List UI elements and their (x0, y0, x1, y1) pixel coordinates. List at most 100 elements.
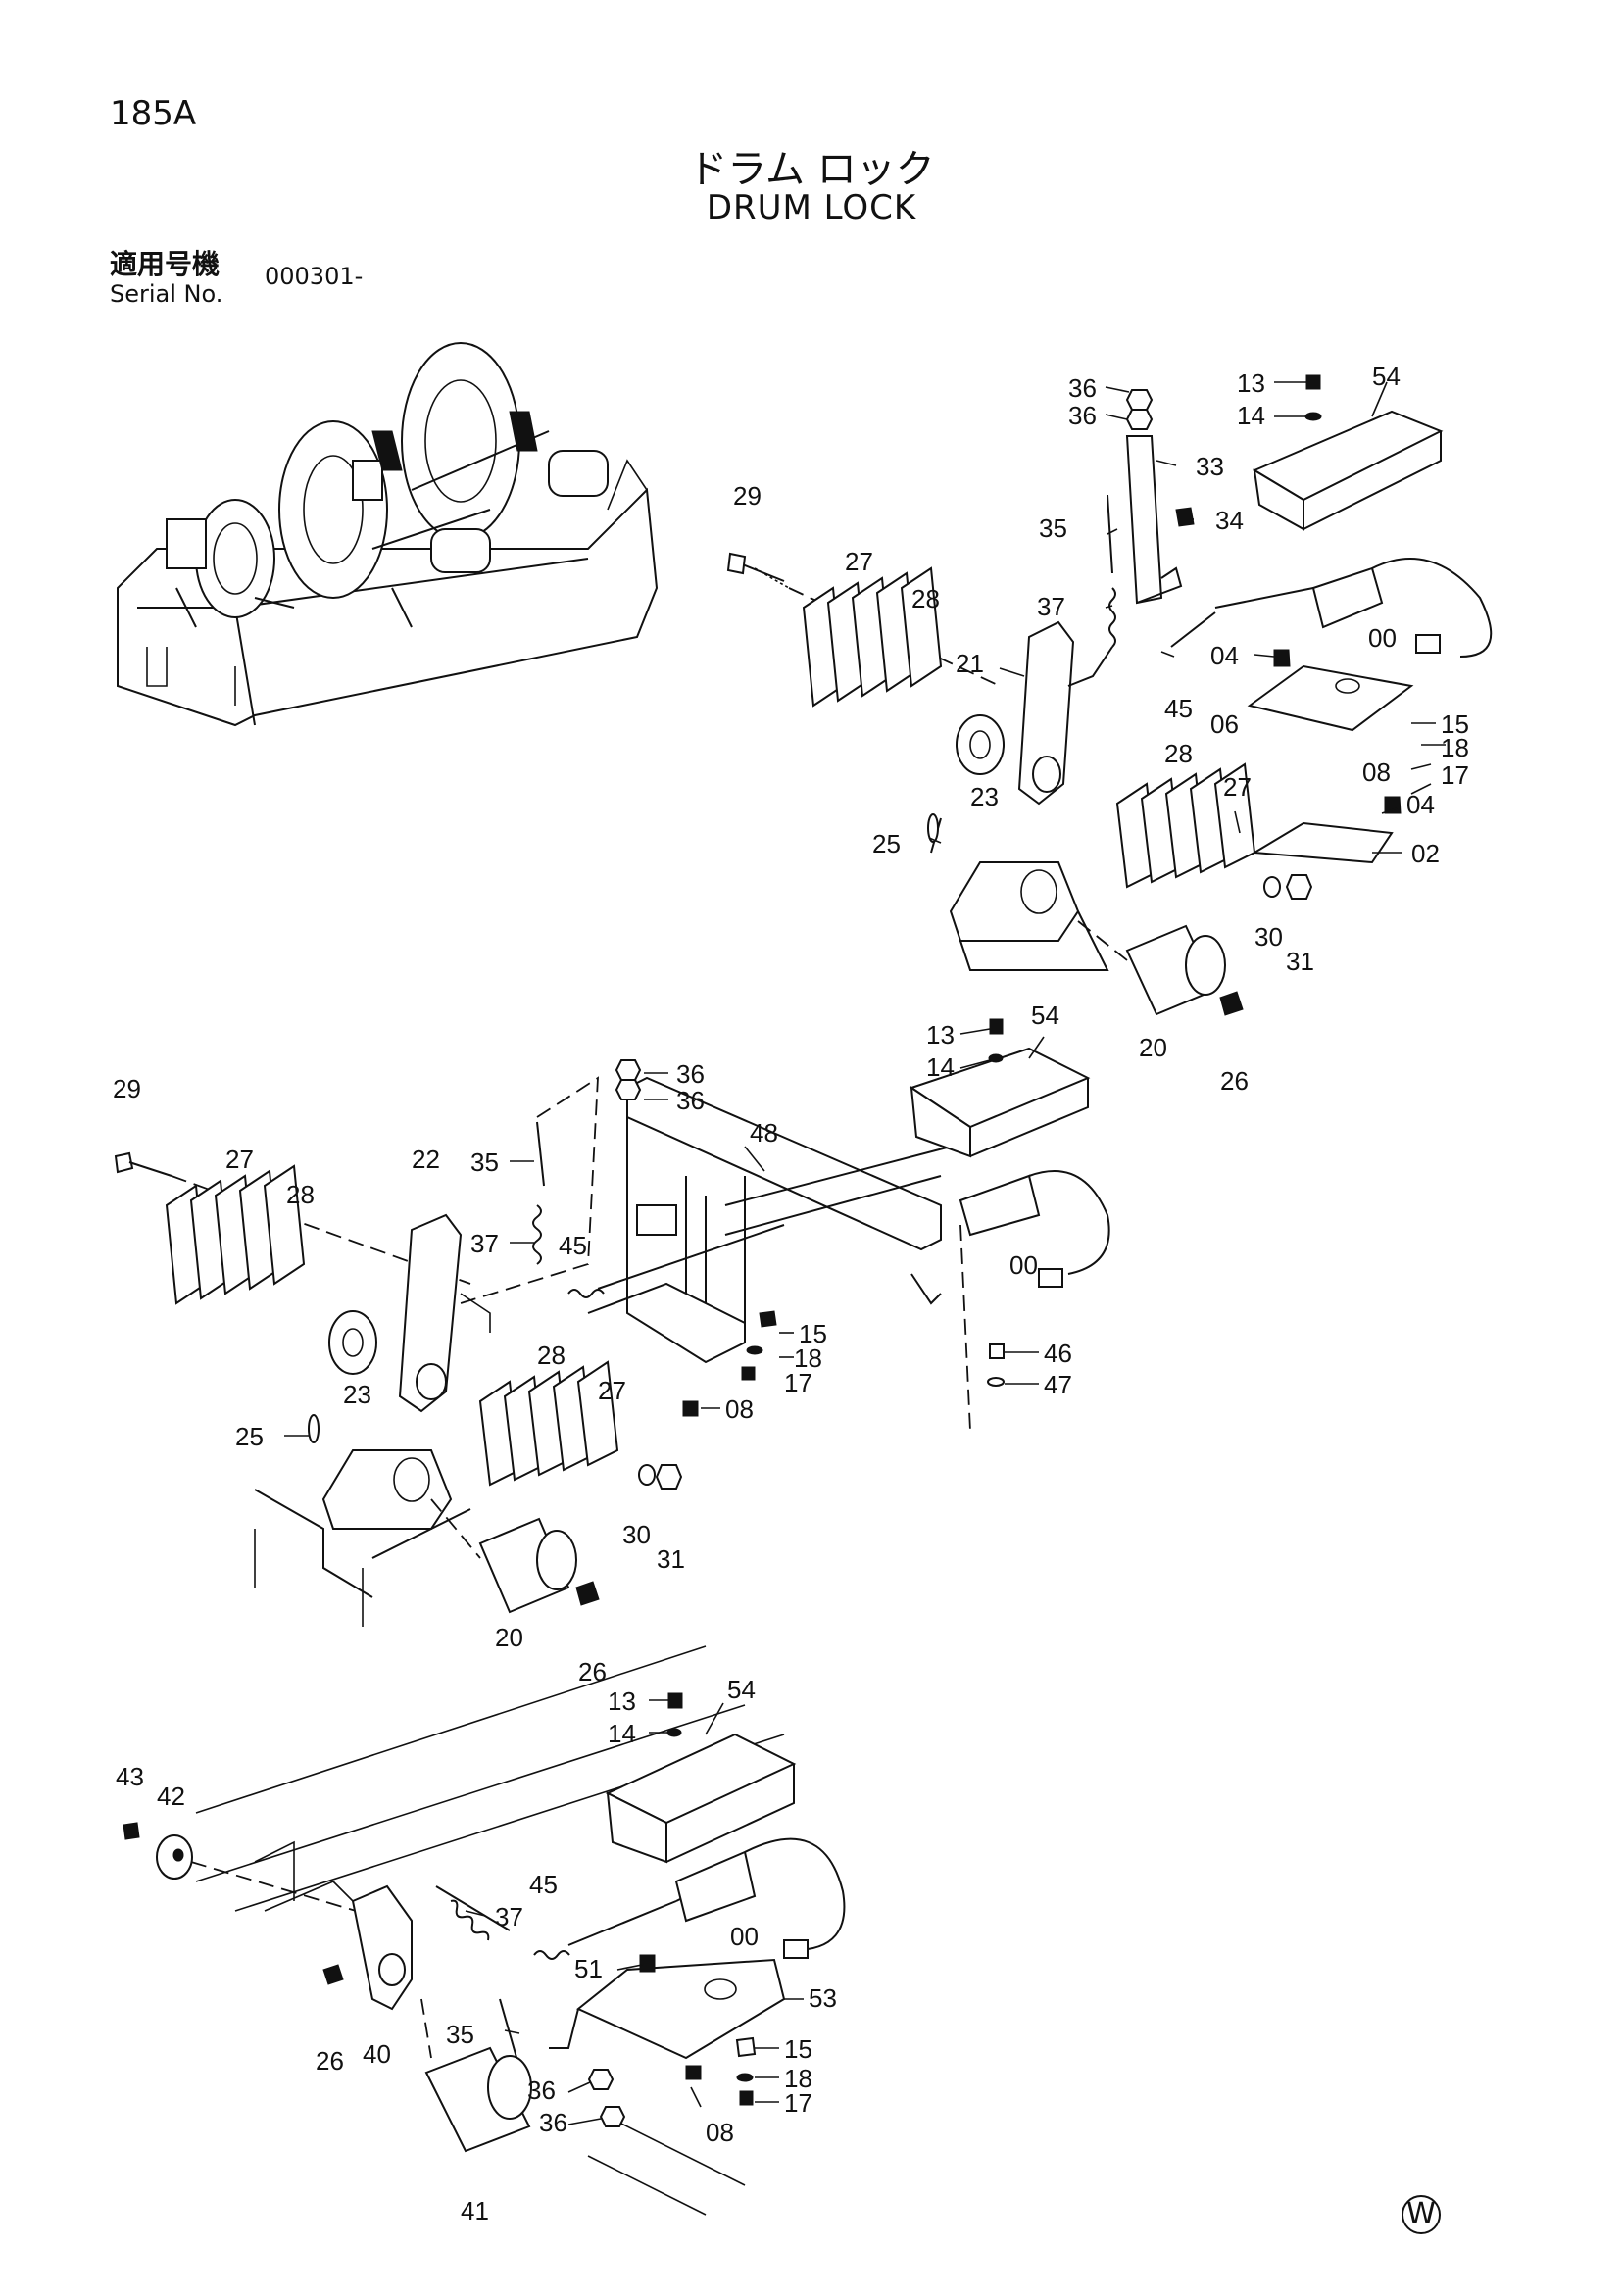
plate-06 (1247, 664, 1414, 732)
callout-08: 08 (1362, 757, 1391, 787)
winch-overview-drawing (117, 342, 659, 727)
callout-54: 54 (727, 1675, 756, 1704)
callout-42: 42 (157, 1782, 185, 1811)
pin-41 (424, 2046, 531, 2153)
callout-36: 36 (539, 2108, 567, 2137)
callout-48: 48 (750, 1118, 778, 1148)
callout-08: 08 (725, 1394, 754, 1424)
callout-37: 37 (1037, 592, 1065, 621)
callout-25: 25 (872, 829, 901, 858)
callout-45: 45 (529, 1870, 558, 1899)
lower-lock-assembly (123, 1645, 846, 2216)
callout-17: 17 (784, 1368, 812, 1397)
solenoid-00-low (674, 1850, 757, 1923)
callout-15: 15 (1441, 709, 1469, 739)
callout-51: 51 (574, 1954, 603, 1983)
publisher-mark: W (1402, 2195, 1441, 2234)
callout-41: 41 (461, 2196, 489, 2225)
callout-14: 14 (608, 1719, 636, 1748)
callout-28: 28 (286, 1180, 315, 1209)
callout-29: 29 (733, 481, 762, 511)
washer-stack-27-28-right (1115, 762, 1256, 889)
callout-36: 36 (527, 2076, 556, 2105)
callout-17: 17 (784, 2088, 812, 2118)
lever-21 (1017, 620, 1075, 806)
plate-53 (576, 1958, 786, 2060)
callout-36: 36 (676, 1059, 705, 1089)
washer-stack-27-28-left (802, 566, 943, 708)
callout-37: 37 (470, 1229, 499, 1258)
callout-22: 22 (412, 1145, 440, 1174)
callout-21: 21 (956, 649, 984, 678)
callout-35: 35 (446, 2020, 474, 2049)
callout-15: 15 (784, 2034, 812, 2064)
callout-27: 27 (598, 1376, 626, 1405)
callout-33: 33 (1196, 452, 1224, 481)
callout-13: 13 (926, 1020, 955, 1050)
callout-31: 31 (1286, 947, 1314, 976)
callout-40: 40 (363, 2039, 391, 2069)
callout-45: 45 (559, 1231, 587, 1260)
callout-45: 45 (1164, 694, 1193, 723)
callout-leaders (284, 381, 1446, 2125)
callout-17: 17 (1441, 760, 1469, 790)
callout-00: 00 (1009, 1250, 1038, 1280)
callout-00: 00 (1368, 623, 1397, 653)
callout-18: 18 (1441, 733, 1469, 762)
callout-27: 27 (845, 547, 873, 576)
callout-13: 13 (1237, 368, 1265, 398)
bracket-33 (1125, 435, 1163, 605)
callout-47: 47 (1044, 1370, 1072, 1399)
callout-26: 26 (316, 2046, 344, 2076)
collar-23 (956, 714, 1005, 775)
lever-22 (398, 1213, 463, 1413)
middle-lock-assembly (114, 1018, 1110, 1627)
callout-26: 26 (578, 1657, 607, 1686)
callout-43: 43 (116, 1762, 144, 1791)
callout-36: 36 (1068, 401, 1097, 430)
bracket-base (949, 861, 1080, 942)
callout-54: 54 (1031, 1001, 1059, 1030)
upper-lock-assembly (726, 374, 1493, 1016)
callout-14: 14 (926, 1052, 955, 1082)
callout-54: 54 (1372, 362, 1401, 391)
callout-30: 30 (622, 1520, 651, 1549)
callout-18: 18 (794, 1343, 822, 1373)
title-english: DRUM LOCK (706, 188, 917, 227)
callout-37: 37 (495, 1902, 523, 1931)
serial-label-english: Serial No. (110, 280, 223, 308)
callout-28: 28 (1164, 739, 1193, 768)
callout-36: 36 (676, 1086, 705, 1115)
callout-31: 31 (657, 1544, 685, 1574)
serial-number-value: 000301- (265, 263, 364, 290)
lever-40 (351, 1884, 413, 2011)
callout-23: 23 (343, 1380, 371, 1409)
title-japanese: ドラム ロック (688, 147, 935, 192)
callout-30: 30 (1254, 922, 1283, 952)
page-number: 185A (110, 94, 197, 133)
callout-14: 14 (1237, 401, 1265, 430)
callout-20: 20 (495, 1623, 523, 1652)
callout-20: 20 (1139, 1033, 1167, 1062)
callout-29: 29 (113, 1074, 141, 1103)
callout-18: 18 (784, 2064, 812, 2093)
callout-36: 36 (1068, 373, 1097, 403)
callout-35: 35 (1039, 513, 1067, 543)
callout-labels: 36 36 13 14 54 33 29 35 34 27 28 37 21 0… (113, 362, 1469, 2225)
callout-28: 28 (911, 584, 940, 613)
callout-15: 15 (799, 1319, 827, 1348)
bracket-02 (1251, 821, 1394, 864)
callout-13: 13 (608, 1686, 636, 1716)
callout-02: 02 (1411, 839, 1440, 868)
callout-34: 34 (1215, 506, 1244, 535)
callout-26: 26 (1220, 1066, 1249, 1096)
callout-35: 35 (470, 1148, 499, 1177)
solenoid-00-mid (959, 1174, 1041, 1237)
callout-28: 28 (537, 1341, 566, 1370)
callout-23: 23 (970, 782, 999, 811)
solenoid-00 (1311, 566, 1384, 629)
callout-27: 27 (1223, 772, 1252, 802)
callout-27: 27 (225, 1145, 254, 1174)
serial-label-japanese: 適用号機 (110, 248, 221, 280)
